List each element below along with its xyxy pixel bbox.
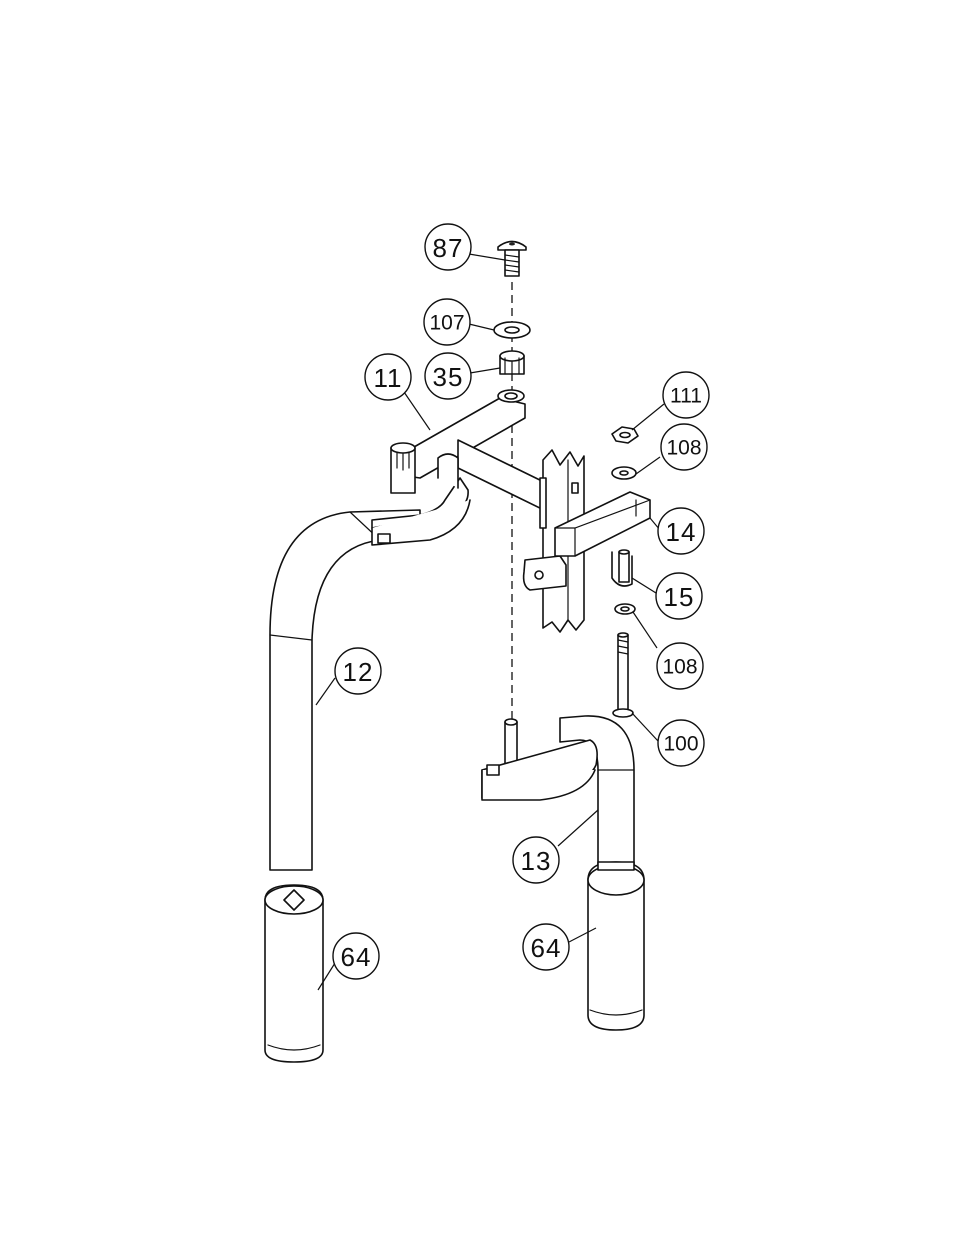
callout-64-right: 64 — [523, 924, 569, 970]
callout-108-upper: 108 — [661, 424, 707, 470]
part-64-left-foam-roller — [265, 885, 323, 1062]
part-108-washer-lower — [615, 604, 635, 614]
callout-111: 111 — [663, 372, 709, 418]
callout-107-label: 107 — [429, 312, 464, 335]
callout-12-label: 12 — [343, 657, 374, 687]
part-64-right-foam-roller — [588, 862, 644, 1030]
part-108-washer-upper — [612, 467, 636, 479]
callout-100-label: 100 — [663, 733, 698, 756]
callout-64-left: 64 — [333, 933, 379, 979]
part-111-nut — [612, 427, 638, 443]
callout-13-label: 13 — [521, 846, 552, 876]
callout-15-label: 15 — [664, 582, 695, 612]
callout-15: 15 — [656, 573, 702, 619]
callout-12: 12 — [335, 648, 381, 694]
callout-108-upper-label: 108 — [666, 437, 701, 460]
callout-111-label: 111 — [670, 385, 702, 408]
callout-64-right-label: 64 — [531, 933, 562, 963]
callout-100: 100 — [658, 720, 704, 766]
callout-35-label: 35 — [433, 362, 464, 392]
callout-108-lower-label: 108 — [662, 656, 697, 679]
callout-64-left-label: 64 — [341, 942, 372, 972]
callout-13: 13 — [513, 837, 559, 883]
callout-14: 14 — [658, 508, 704, 554]
callout-35: 35 — [425, 353, 471, 399]
part-87-screw — [498, 242, 526, 277]
part-15-bracket — [612, 550, 632, 586]
callout-11-label: 11 — [374, 363, 403, 393]
callout-87: 87 — [425, 224, 471, 270]
callout-11: 11 — [365, 354, 411, 400]
callout-107: 107 — [424, 299, 470, 345]
part-35-bushing — [500, 351, 524, 374]
callout-108-lower: 108 — [657, 643, 703, 689]
part-100-bolt — [613, 633, 633, 717]
part-107-washer — [494, 322, 530, 338]
callout-87-label: 87 — [433, 233, 464, 263]
callout-14-label: 14 — [666, 517, 697, 547]
